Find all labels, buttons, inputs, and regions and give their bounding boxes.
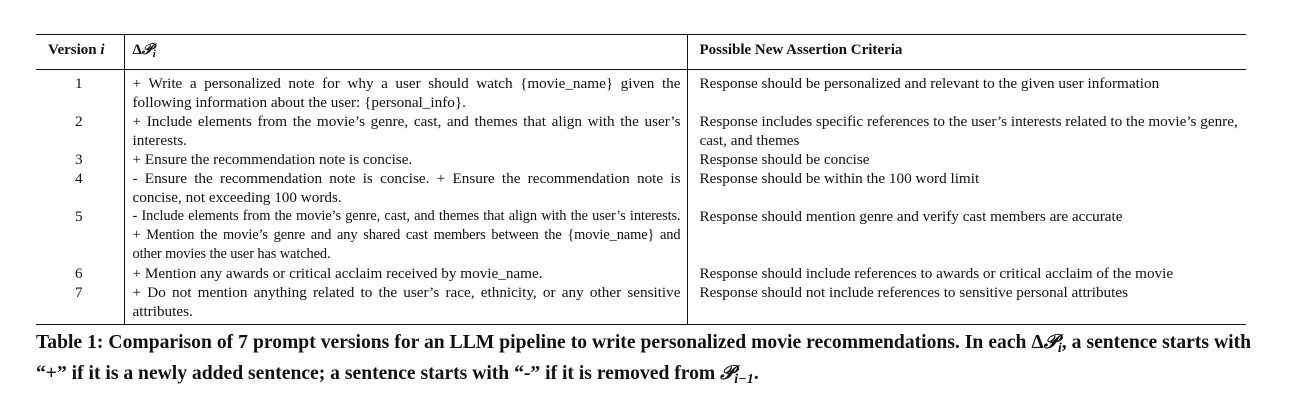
version-cell: 7	[74, 284, 83, 302]
caption-p2-sub: i−1	[734, 371, 754, 388]
header-version: Version i	[48, 42, 105, 58]
criteria-cell: Response should include references to aw…	[699, 265, 1174, 283]
caption-p-sub: i	[1057, 340, 1062, 357]
table-row: 5 - Include elements from the movie’s ge…	[36, 207, 1246, 265]
version-cell: 4	[74, 170, 83, 188]
criteria-cell: Response should not include references t…	[699, 284, 1129, 302]
criteria-cell: Response should be concise	[699, 151, 870, 169]
caption-p-symbol: 𝒫	[1043, 332, 1058, 353]
table-bottom-rule	[36, 324, 1246, 326]
delta-cell: + Ensure the recommendation note is conc…	[123, 150, 688, 170]
table-row: 6 + Mention any awards or critical accla…	[36, 264, 1246, 284]
delta-cell: + Mention any awards or critical acclaim…	[123, 264, 688, 284]
version-cell: 3	[74, 151, 83, 169]
table-header-rule	[36, 69, 1246, 71]
criteria-cell: Response includes specific references to…	[699, 113, 1238, 150]
table-row: 1 + Write a personalized note for why a …	[36, 70, 1246, 113]
delta-cell: - Ensure the recommendation note is conc…	[123, 169, 688, 208]
delta-cell: + Include elements from the movie’s genr…	[123, 112, 688, 151]
table-header-row: Version i Δ𝒫i Possible New Assertion Cri…	[36, 35, 1246, 70]
version-cell: 5	[74, 208, 83, 226]
version-cell: 6	[74, 265, 83, 283]
caption-text-1: Table 1: Comparison of 7 prompt versions…	[36, 332, 1044, 353]
criteria-cell: Response should mention genre and verify…	[699, 208, 1123, 226]
delta-cell: + Write a personalized note for why a us…	[123, 70, 688, 113]
version-cell: 2	[74, 113, 83, 131]
table-caption: Table 1: Comparison of 7 prompt versions…	[36, 330, 1251, 392]
table-row: 3 + Ensure the recommendation note is co…	[36, 150, 1246, 170]
table-top-rule	[36, 34, 1246, 35]
caption-text-3: .	[753, 363, 759, 385]
header-delta: Δ𝒫i	[123, 35, 688, 70]
criteria-cell: Response should be personalized and rele…	[699, 75, 1160, 93]
delta-cell: - Include elements from the movie’s genr…	[123, 207, 688, 265]
table-row: 2 + Include elements from the movie’s ge…	[36, 112, 1246, 151]
version-cell: 1	[74, 75, 83, 93]
table-row: 7 + Do not mention anything related to t…	[36, 283, 1246, 325]
comparison-table: Version i Δ𝒫i Possible New Assertion Cri…	[36, 34, 1246, 326]
criteria-cell: Response should be within the 100 word l…	[699, 170, 980, 188]
caption-p2-symbol: 𝒫	[720, 363, 735, 385]
header-criteria: Possible New Assertion Criteria	[699, 42, 903, 58]
table-row: 4 - Ensure the recommendation note is co…	[36, 169, 1246, 208]
delta-cell: + Do not mention anything related to the…	[123, 283, 688, 325]
caption-text-2: , a sentence starts with “+” if it is a …	[36, 332, 1251, 385]
